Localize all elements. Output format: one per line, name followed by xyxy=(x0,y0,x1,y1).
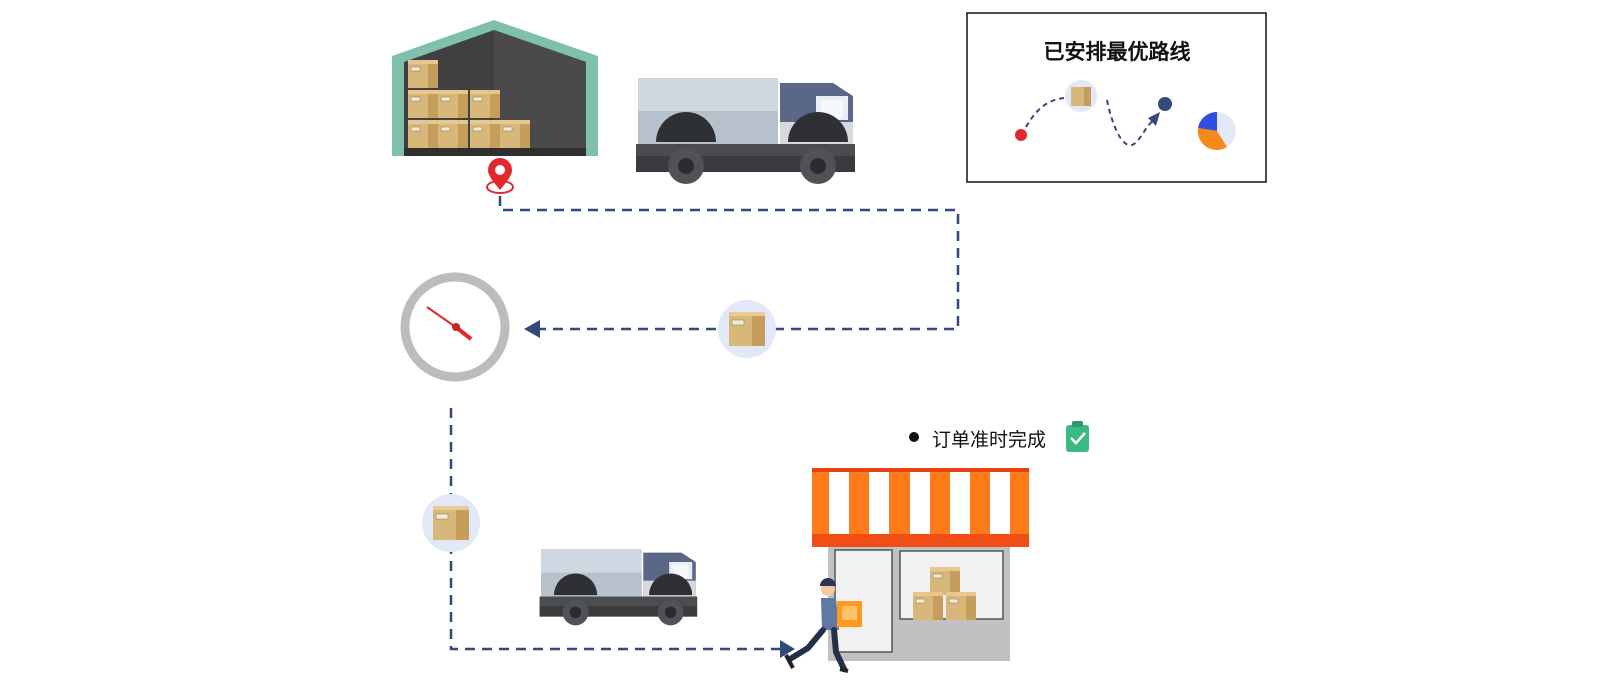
package-icon xyxy=(1065,80,1097,112)
info-panel-title: 已安排最优路线 xyxy=(1043,41,1191,64)
end-dot-icon xyxy=(1158,97,1172,111)
storefront-icon xyxy=(812,468,1029,661)
start-dot-icon xyxy=(1015,129,1027,141)
dashed-route-icon xyxy=(1106,99,1155,147)
truck-icon xyxy=(636,78,855,184)
arrow-icon xyxy=(1148,112,1160,126)
clipboard-check-icon xyxy=(1066,421,1089,452)
route-path xyxy=(449,196,960,651)
arrow-icon xyxy=(780,640,795,658)
info-panel xyxy=(966,12,1267,183)
courier-icon xyxy=(784,578,862,673)
warehouse-icon xyxy=(392,20,598,156)
truck-icon xyxy=(539,549,698,626)
package-icon xyxy=(718,300,776,358)
status-text: 订单准时完成 xyxy=(932,430,1047,451)
bullet-icon xyxy=(909,432,919,442)
dashed-route-icon xyxy=(1025,97,1065,128)
arrow-icon xyxy=(524,320,540,338)
location-pin-icon xyxy=(486,158,514,194)
clock-icon xyxy=(400,272,510,382)
pie-chart-icon xyxy=(1197,111,1236,150)
package-icon xyxy=(422,494,480,552)
